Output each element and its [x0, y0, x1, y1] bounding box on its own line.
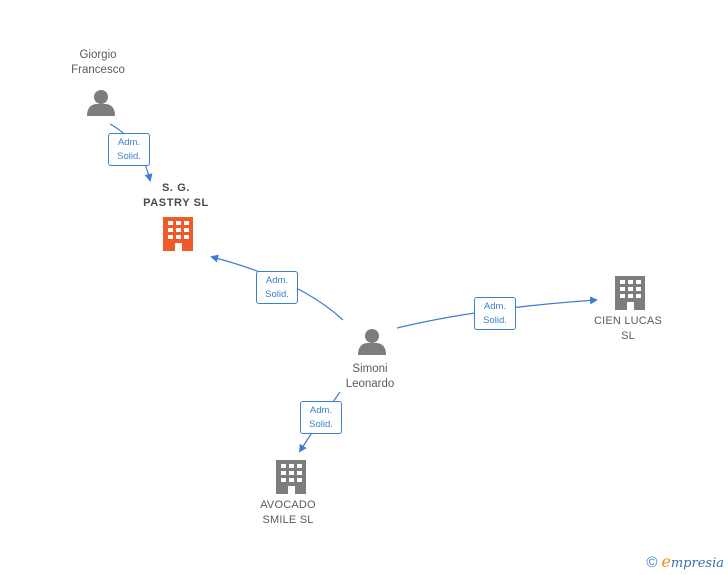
copyright-icon: © — [646, 554, 658, 571]
empresia-logo[interactable]: ©empresia — [646, 552, 724, 571]
node-label-avocado[interactable]: AVOCADO SMILE SL — [260, 499, 316, 526]
node-label-simoni[interactable]: Simoni Leonardo — [345, 363, 395, 390]
edge-label-simoni-avocado: Adm. Solid. — [300, 401, 342, 434]
node-label-sg-pastry[interactable]: S. G. PASTRY SL — [143, 182, 209, 209]
node-label-giorgio[interactable]: Giorgio Francesco — [71, 49, 125, 76]
edge-label-simoni-sg-pastry: Adm. Solid. — [256, 271, 298, 304]
edge-label-line2: Solid. — [483, 315, 507, 326]
person-icon[interactable] — [358, 329, 386, 355]
brand-initial: e — [661, 552, 671, 571]
building-icon[interactable] — [276, 460, 306, 494]
edge-label-simoni-cien-lucas: Adm. Solid. — [474, 297, 516, 330]
edge-label-line1: Adm. — [309, 405, 333, 416]
edge-label-line2: Solid. — [309, 419, 333, 430]
edge-label-line1: Adm. — [265, 275, 289, 286]
edge-label-line2: Solid. — [265, 289, 289, 300]
person-icon[interactable] — [87, 90, 115, 116]
building-icon[interactable] — [615, 276, 645, 310]
building-icon[interactable] — [163, 217, 193, 251]
brand-name: mpresia — [670, 556, 724, 571]
edge-label-line1: Adm. — [117, 137, 141, 148]
node-label-cien-lucas[interactable]: CIEN LUCAS SL — [593, 315, 663, 342]
edge-label-giorgio-sg-pastry: Adm. Solid. — [108, 133, 150, 166]
edge-label-line1: Adm. — [483, 301, 507, 312]
edge-label-line2: Solid. — [117, 151, 141, 162]
